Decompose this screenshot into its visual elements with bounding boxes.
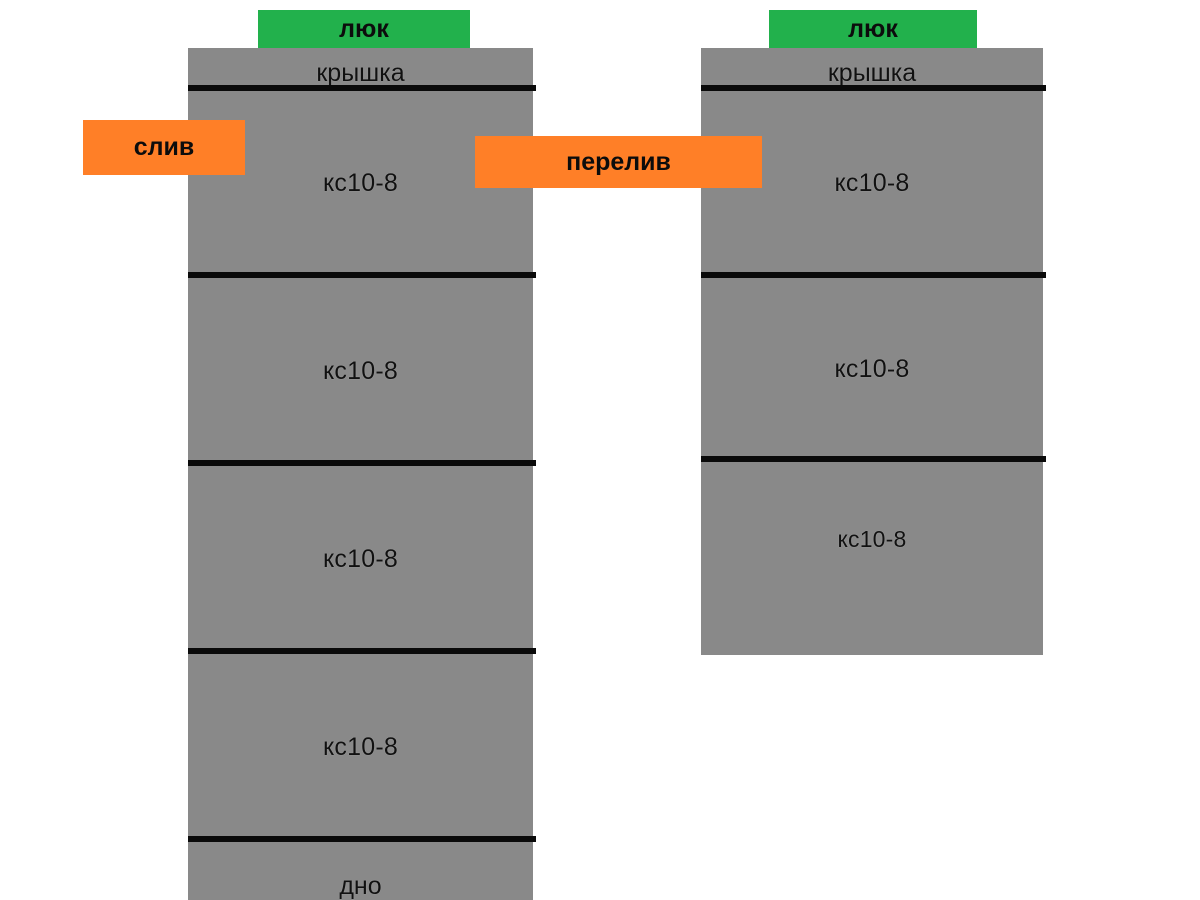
left-tank-seam-lid: [188, 85, 536, 91]
right-tank-ring-1-label: кс10-8: [834, 168, 910, 197]
right-tank-hatch: люк: [769, 10, 977, 48]
left-tank-ring-2-label: кс10-8: [323, 356, 398, 385]
right-tank-ring-2: кс10-8: [701, 280, 1043, 458]
left-tank-ring-4: кс10-8: [188, 656, 533, 838]
right-tank-seam-lid: [701, 85, 1046, 91]
left-tank-body: крышка кс10-8 кс10-8 кс10-8 кс10-8 дно: [188, 48, 533, 900]
left-tank-seam-3: [188, 648, 536, 654]
overflow-pipe: перелив: [475, 136, 762, 188]
left-tank-lid-label: крышка: [316, 58, 405, 87]
left-tank-ring-1: кс10-8: [188, 92, 533, 274]
left-tank-ring-1-label: кс10-8: [323, 168, 398, 197]
right-tank-lid-label: крышка: [827, 58, 917, 87]
right-tank-ring-1: кс10-8: [701, 92, 1043, 274]
drain-pipe-label: слив: [133, 133, 195, 161]
left-tank-ring-3: кс10-8: [188, 468, 533, 650]
left-tank-hatch-label: люк: [339, 14, 389, 43]
right-tank-ring-3: кс10-8: [701, 464, 1043, 614]
left-tank-ring-3-label: кс10-8: [323, 544, 398, 573]
left-tank-seam-2: [188, 460, 536, 466]
left-tank-ring-2: кс10-8: [188, 280, 533, 462]
right-tank-hatch-label: люк: [848, 14, 898, 43]
left-tank-hatch: люк: [258, 10, 470, 48]
right-tank-ring-2-label: кс10-8: [834, 354, 910, 383]
left-tank-seam-1: [188, 272, 536, 278]
overflow-pipe-label: перелив: [566, 147, 671, 176]
right-tank-seam-2: [701, 456, 1046, 462]
drain-pipe: слив: [83, 120, 245, 175]
left-tank-seam-bottom: [188, 836, 536, 842]
left-tank-ring-4-label: кс10-8: [323, 732, 398, 761]
right-tank-seam-1: [701, 272, 1046, 278]
right-tank-ring-3-label: кс10-8: [837, 525, 907, 552]
left-tank-bottom-label: дно: [339, 871, 382, 900]
